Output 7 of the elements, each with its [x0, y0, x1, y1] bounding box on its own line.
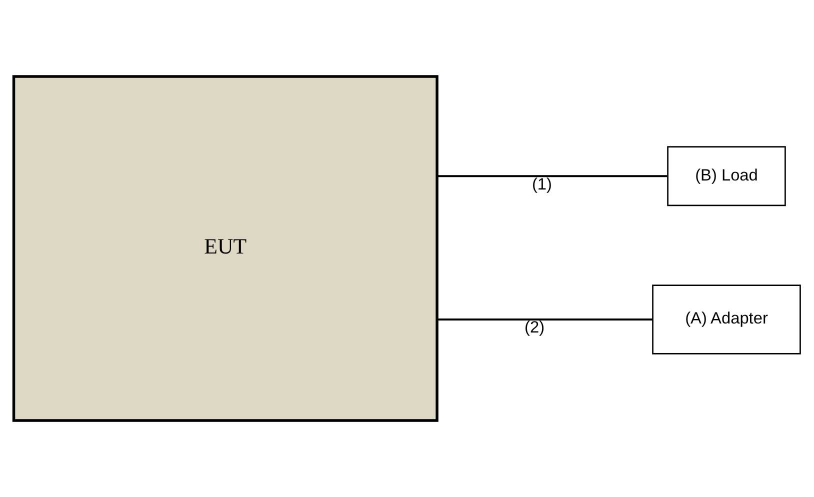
edge-label: (1) [532, 175, 552, 194]
edge-label: (2) [524, 318, 545, 337]
node-box: (A) Adapter [652, 284, 801, 354]
node-box: EUT [12, 75, 438, 422]
node-box: (B) Load [667, 146, 786, 206]
connector [437, 175, 668, 178]
connector [437, 318, 652, 321]
